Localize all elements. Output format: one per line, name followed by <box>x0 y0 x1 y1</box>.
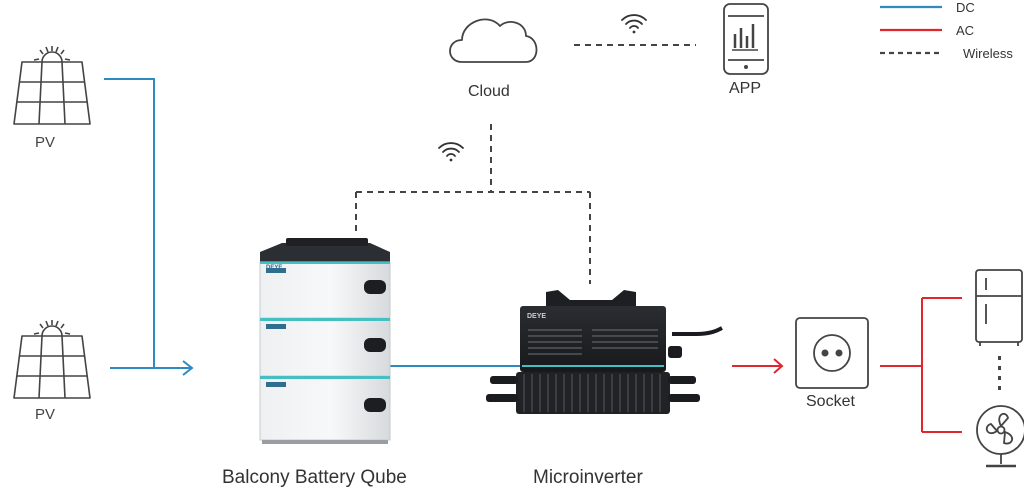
fan-icon <box>976 405 1024 468</box>
legend-wireless-label: Wireless <box>963 46 1013 61</box>
dc-connections <box>104 78 520 376</box>
socket-icon <box>795 317 869 389</box>
dc-arrowhead-battery <box>182 360 194 376</box>
battery-brand-logo: DEYE <box>266 265 283 271</box>
pv-top-label: PV <box>35 134 56 151</box>
solar-panel-icon <box>13 320 91 399</box>
socket-label: Socket <box>806 393 855 410</box>
inverter-brand-logo: DEYE <box>527 313 547 320</box>
dc-line-pv-top <box>104 78 155 368</box>
cloud-icon <box>449 18 538 63</box>
fridge-icon <box>975 269 1023 346</box>
microinverter-label: Microinverter <box>533 467 643 488</box>
pv-bottom-label: PV <box>35 406 56 423</box>
ac-connections <box>732 297 962 433</box>
legend-dc-label: DC <box>956 0 975 15</box>
wifi-icon <box>621 14 647 34</box>
ac-arrowhead-socket <box>773 358 784 374</box>
appliance-ellipsis <box>998 356 1001 390</box>
solar-panel-icon <box>13 46 91 125</box>
app-label: APP <box>729 80 762 97</box>
microinverter-device <box>486 290 723 414</box>
cloud-label: Cloud <box>468 83 510 100</box>
battery-stack <box>259 238 391 444</box>
wireless-connections <box>355 44 696 284</box>
phone-icon <box>723 3 769 75</box>
battery-label: Balcony Battery Qube <box>222 467 407 488</box>
legend-ac-label: AC <box>956 23 975 38</box>
wifi-icon <box>438 142 464 162</box>
legend <box>880 5 942 55</box>
